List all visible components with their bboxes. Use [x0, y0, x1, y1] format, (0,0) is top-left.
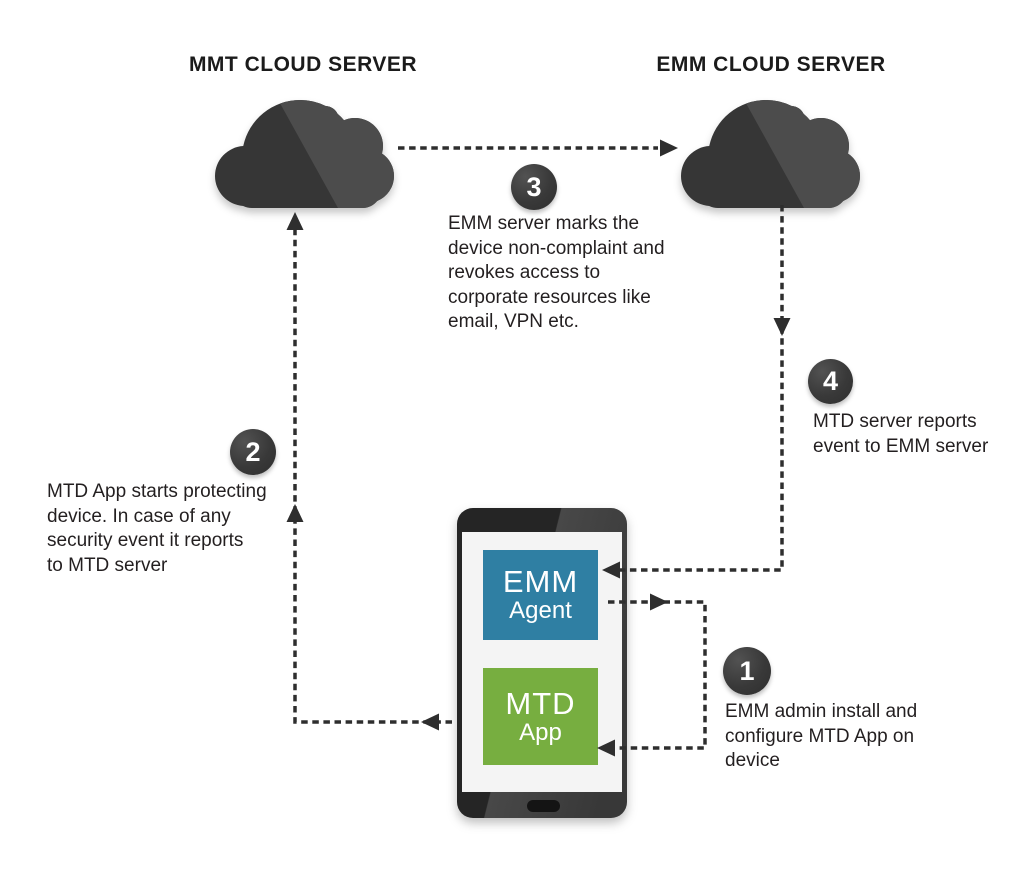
home-button-icon — [527, 800, 560, 812]
step-2-text: MTD App starts protecting device. In cas… — [47, 481, 267, 576]
mtd-app-subtitle: App — [519, 718, 562, 746]
step-4-badge: 4 — [808, 359, 853, 404]
mtd-app-title: MTD — [505, 685, 576, 721]
arrowhead-up-into-mtdcloud — [286, 212, 304, 230]
step-1-badge: 1 — [723, 647, 771, 695]
mtd-cloud-label: MMT CLOUD SERVER — [188, 53, 418, 76]
arrowhead-right-into-emmcloud — [660, 139, 678, 157]
step-3-badge: 3 — [511, 164, 557, 210]
phone-screen: EMM Agent MTD App — [462, 532, 622, 792]
arrowhead-right-mid-loop — [650, 593, 668, 611]
emm-agent-title: EMM — [502, 564, 579, 599]
smartphone-icon: EMM Agent MTD App — [457, 508, 627, 818]
emm-agent-subtitle: Agent — [509, 597, 572, 624]
emm-cloud-label: EMM CLOUD SERVER — [656, 53, 886, 76]
step-3-text: EMM server marks the device non-complain… — [448, 213, 665, 332]
emm-cloud-icon — [681, 100, 860, 208]
mtd-cloud-icon — [215, 100, 394, 208]
mtd-app-tile: MTD App — [483, 668, 598, 765]
emm-agent-app-tile: EMM Agent — [483, 550, 598, 640]
step-1-text: EMM admin install and configure MTD App … — [725, 701, 918, 771]
step-2-badge: 2 — [230, 429, 276, 475]
arrow-mtdapp-to-mtdcloud — [293, 222, 452, 724]
arrowhead-left-mid — [421, 713, 439, 731]
step-4-text: MTD server reports event to EMM server — [813, 411, 989, 457]
arrowhead-down-mid — [773, 318, 791, 336]
